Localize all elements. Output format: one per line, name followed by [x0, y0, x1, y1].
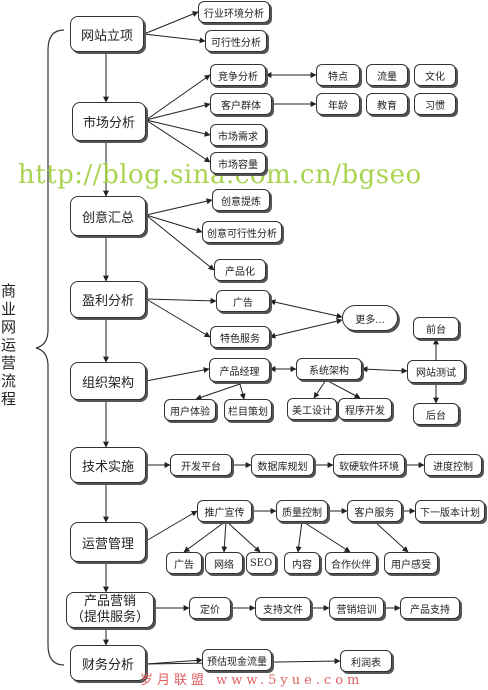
left-brace [35, 29, 65, 666]
product-marketing-line1: 产品营销 [83, 593, 136, 609]
node-sales-training: 营销培训 [329, 597, 384, 619]
node-industry-analysis: 行业环境分析 [198, 1, 270, 23]
node-market-capacity: 市场容量 [210, 152, 266, 174]
node-customer-service: 客户服务 [347, 500, 402, 522]
node-profit-sheet: 利润表 [340, 650, 392, 672]
node-product-manager: 产品经理 [209, 358, 270, 382]
node-features: 特点 [316, 64, 360, 86]
node-market-demand: 市场需求 [210, 124, 266, 146]
node-pricing: 定价 [189, 597, 231, 619]
node-ux: 用户体验 [164, 399, 216, 421]
node-hw-sw-env: 软硬软件环境 [333, 454, 405, 476]
node-market-analysis: 市场分析 [72, 102, 146, 141]
node-creative: 创意汇总 [70, 196, 146, 236]
node-op-ads: 广告 [166, 552, 202, 574]
node-site-test: 网站测试 [407, 360, 465, 383]
node-habits: 习惯 [414, 93, 456, 115]
node-progress-control: 进度控制 [424, 454, 482, 476]
footer-watermark: 岁月联盟 www.5yue.com [140, 673, 364, 688]
node-profit: 盈利分析 [70, 281, 146, 318]
product-marketing-line2: （提供服务） [70, 610, 149, 625]
node-age: 年龄 [316, 93, 360, 115]
node-support-docs: 支持文件 [255, 597, 311, 619]
node-finance: 财务分析 [70, 645, 146, 681]
node-culture: 文化 [414, 64, 456, 86]
node-creative-feasibility: 创意可行性分析 [202, 221, 282, 243]
node-backend: 后台 [413, 403, 459, 425]
node-creative-refine: 创意提炼 [212, 189, 270, 211]
node-content: 内容 [284, 552, 320, 574]
node-art-design: 美工设计 [287, 398, 337, 420]
node-website-setup: 网站立项 [70, 16, 144, 52]
side-title: 商业网运营流程 [1, 282, 17, 408]
node-network: 网络 [205, 552, 243, 574]
node-column-planning: 栏目策划 [224, 399, 272, 421]
node-product-support: 产品支持 [400, 597, 460, 619]
node-promotion: 推广宣传 [197, 500, 252, 522]
node-cash-flow: 预估现金流量 [202, 649, 272, 671]
node-org: 组织架构 [70, 362, 146, 400]
node-programming: 程序开发 [338, 398, 392, 420]
node-product-marketing: 产品营销 （提供服务） [66, 592, 154, 628]
node-competition: 竞争分析 [210, 64, 266, 86]
node-dev-platform: 开发平台 [170, 454, 232, 476]
node-special-services: 特色服务 [210, 326, 270, 348]
node-quality-control: 质量控制 [276, 500, 328, 522]
node-partners: 合作伙伴 [325, 552, 377, 574]
node-frontend: 前台 [413, 317, 459, 339]
node-more: 更多... [342, 305, 398, 331]
node-system-arch: 系统架构 [296, 358, 362, 380]
node-ads: 广告 [216, 290, 270, 312]
node-seo: SEO [246, 552, 276, 574]
node-db-planning: 数据库规划 [251, 454, 314, 476]
node-traffic: 流量 [366, 64, 408, 86]
node-productize: 产品化 [214, 259, 266, 281]
node-education: 教育 [366, 93, 408, 115]
node-operation: 运营管理 [70, 522, 146, 562]
node-next-plan: 下一版本计划 [415, 500, 485, 522]
node-customers: 客户群体 [210, 93, 272, 115]
node-user-feel: 用户感受 [384, 552, 438, 574]
node-feasibility: 可行性分析 [205, 30, 267, 52]
node-tech: 技术实施 [70, 447, 146, 483]
